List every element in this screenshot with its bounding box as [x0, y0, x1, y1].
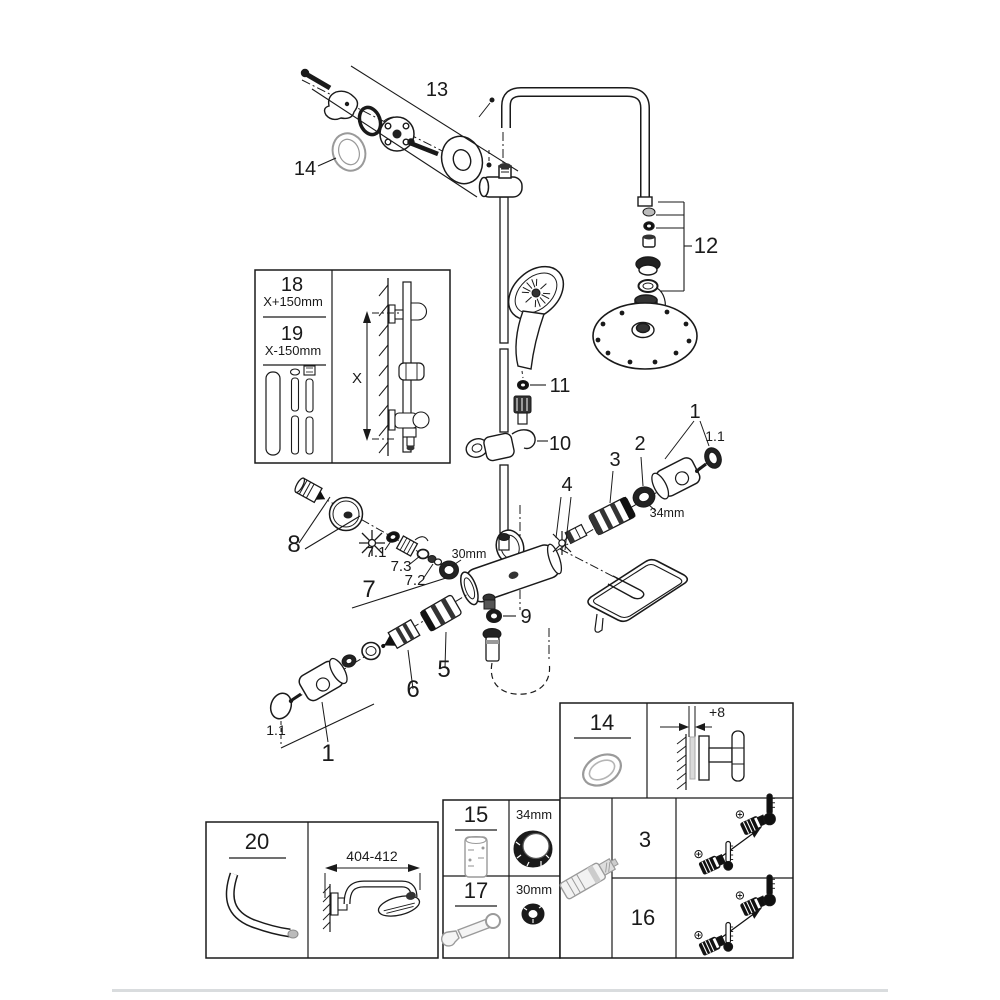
wall-tee — [478, 150, 523, 198]
inset15-part: 15 — [464, 802, 488, 827]
inset18-dim: X+150mm — [263, 294, 323, 309]
callout-5: 5 — [437, 656, 450, 683]
inset-rail-lengths — [254, 269, 451, 464]
inset-dim-x: X — [352, 370, 362, 387]
callout-6: 6 — [406, 676, 419, 703]
callout-1-upper: 1 — [689, 401, 700, 423]
shower-arm — [501, 87, 653, 207]
inset19-dim: X-150mm — [265, 343, 321, 358]
soap-tray — [559, 548, 689, 633]
inset14-dim: +8 — [709, 704, 725, 720]
callout-13: 13 — [426, 79, 448, 101]
callout-11: 11 — [550, 375, 571, 397]
cartridge-exploded-lower — [269, 593, 469, 749]
callout-12: 12 — [694, 233, 718, 258]
inset-cal-part-3: 3 — [639, 827, 651, 852]
head-shower-exploded — [592, 201, 698, 370]
callout-1-1-upper: 1.1 — [705, 428, 725, 444]
inset20-dim: 404-412 — [346, 848, 398, 864]
inset14-part: 14 — [590, 710, 614, 735]
inset19-part: 19 — [281, 323, 303, 345]
callout-1-lower: 1 — [321, 740, 334, 767]
callout-14: 14 — [294, 158, 316, 180]
thermostat-valve-body — [460, 505, 563, 695]
callout-10: 10 — [549, 433, 571, 455]
callout-1-1-lower: 1.1 — [266, 722, 286, 738]
inset-adapter-wrench — [440, 799, 561, 959]
inset15-dim: 34mm — [516, 807, 552, 822]
callout-8: 8 — [287, 531, 300, 558]
hand-shower — [507, 265, 565, 370]
callout-4: 4 — [561, 474, 572, 496]
inset18-part: 18 — [281, 274, 303, 296]
hand-shower-seal-filter — [513, 370, 546, 425]
inset-cal-part-16: 16 — [631, 905, 655, 930]
inset17-part: 17 — [464, 878, 488, 903]
inset20-part: 20 — [245, 829, 269, 854]
callout-9: 9 — [520, 606, 531, 628]
handle-and-aerator-exploded — [294, 477, 473, 609]
callout-3: 3 — [609, 449, 620, 471]
inset17-dim: 30mm — [516, 882, 552, 897]
inset-arm — [205, 821, 439, 959]
wall-union-exploded — [300, 65, 519, 198]
callout-7-1: 7.1 — [366, 544, 387, 561]
glide-element — [465, 429, 548, 462]
callout-7-2: 7.2 — [405, 572, 426, 589]
dim-34mm: 34mm — [650, 506, 685, 520]
inset-seal-and-calibration — [559, 702, 794, 959]
bottom-separator — [112, 989, 888, 992]
dim-30mm: 30mm — [452, 547, 487, 561]
cartridge-exploded-right — [552, 420, 722, 555]
callout-2: 2 — [634, 433, 645, 455]
callout-7-3: 7.3 — [391, 558, 412, 575]
callout-7: 7 — [362, 576, 375, 603]
